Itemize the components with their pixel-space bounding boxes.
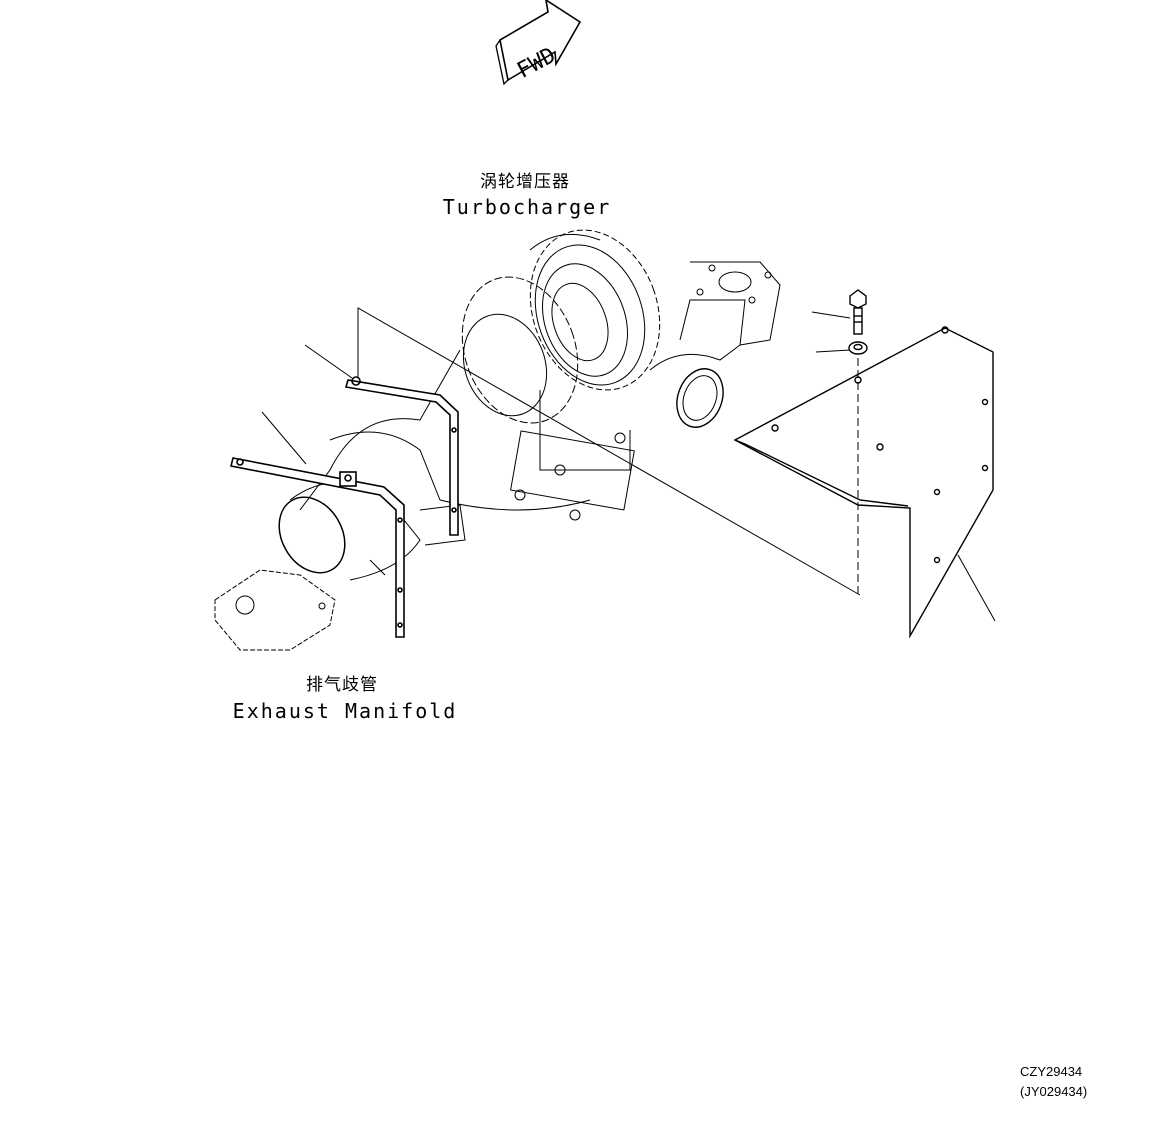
heat-shield-cover (733, 326, 994, 639)
drawing-code-primary: CZY29434 (1020, 1064, 1083, 1079)
bolt-icon (849, 289, 867, 335)
turbocharger-drawing (214, 229, 781, 651)
bracket-upper (344, 376, 459, 536)
washer-icon (848, 341, 868, 355)
fwd-arrow-icon: FWD (495, 0, 582, 86)
exhaust-manifold-label-en: Exhaust Manifold (232, 699, 458, 723)
turbocharger-label-en: Turbocharger (442, 195, 612, 219)
exhaust-manifold-label-cn: 排气歧管 (306, 675, 378, 695)
leader-lines (261, 307, 996, 622)
drawing-code-secondary: (JY029434) (1020, 1084, 1088, 1099)
bracket-lower (230, 457, 405, 638)
drawing-code: CZY29434 (JY029434) (1020, 1062, 1087, 1102)
turbocharger-label-cn: 涡轮增压器 (480, 172, 570, 192)
